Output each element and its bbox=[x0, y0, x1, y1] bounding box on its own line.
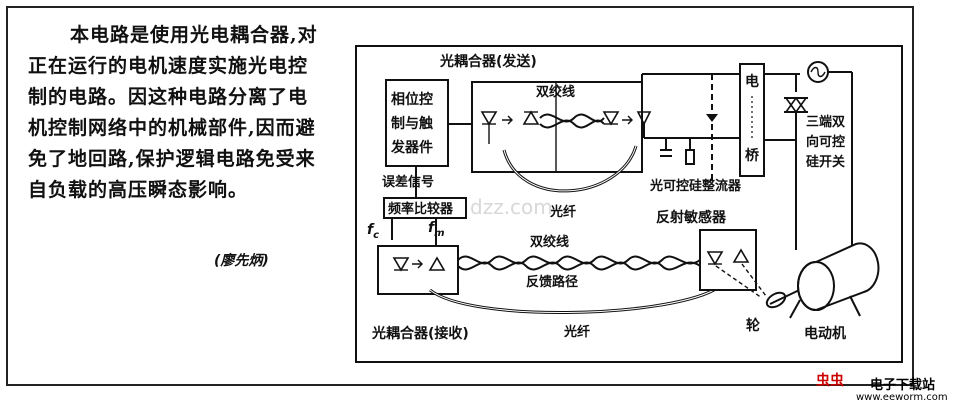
motor-foot-right bbox=[849, 295, 861, 317]
scr-rectifier-label: 光可控硅整流器 bbox=[649, 178, 742, 194]
twisted-pair-top-label: 双绞线 bbox=[536, 84, 575, 100]
triac-label-3: 硅开关 bbox=[806, 154, 845, 170]
watermark: dzz.com bbox=[470, 195, 553, 219]
led-receive bbox=[428, 256, 446, 271]
fiber-bottom-core bbox=[429, 289, 715, 313]
phase-control-line1: 相位控 bbox=[391, 91, 433, 108]
coupler-receive-label: 光耦合器(接收) bbox=[371, 325, 469, 342]
led-send-left bbox=[480, 111, 498, 126]
internal-diode bbox=[706, 114, 718, 122]
photo-scr bbox=[636, 111, 652, 126]
motor-body bbox=[815, 242, 880, 311]
motor-label: 电动机 bbox=[804, 325, 846, 342]
motor-foot-left bbox=[789, 299, 801, 319]
diagram-border bbox=[355, 45, 903, 363]
figure-frame bbox=[6, 6, 914, 386]
fiber-bottom-label: 光纤 bbox=[563, 324, 590, 340]
receive-arrow bbox=[412, 259, 423, 269]
author-credit: (廖先炳) bbox=[214, 253, 269, 269]
reflect-sensor-label: 反射敏感器 bbox=[656, 209, 727, 226]
led-send-left-arrow bbox=[502, 115, 513, 125]
site-logo-brand: 虫虫 bbox=[816, 373, 844, 389]
sensor-detector bbox=[732, 248, 750, 263]
phase-control-line3: 发器件 bbox=[390, 139, 433, 156]
fm-label: fm bbox=[428, 220, 445, 239]
wheel bbox=[765, 291, 787, 309]
twisted-pair-top-b bbox=[539, 119, 605, 129]
phase-control-line2: 制与触 bbox=[391, 115, 433, 132]
description-text: 本电路是使用光电耦合器,对正在运行的电机速度实施光电控制的电路。因这种电路分离了… bbox=[28, 24, 318, 201]
phase-control-box bbox=[385, 79, 449, 167]
receive-coupler-box bbox=[377, 245, 459, 295]
detector-send-left bbox=[522, 110, 540, 125]
fc-label: fc bbox=[367, 222, 379, 241]
feedback-path-label: 反馈路径 bbox=[526, 274, 578, 290]
comparator-label: 频率比较器 bbox=[388, 201, 454, 217]
led-send-right-arrow bbox=[622, 115, 633, 125]
detector-receive bbox=[392, 257, 410, 272]
send-coupler-box bbox=[471, 81, 643, 173]
site-logo-name: 电子下载站 bbox=[870, 378, 936, 393]
sensor-led bbox=[706, 251, 724, 266]
bridge-box bbox=[739, 63, 765, 177]
wheel-label: 轮 bbox=[746, 317, 760, 334]
comparator-box bbox=[383, 197, 467, 219]
ac-symbol bbox=[810, 66, 826, 78]
resistor bbox=[685, 149, 695, 165]
triac-label-1: 三端双 bbox=[806, 114, 845, 130]
triac-label-2: 向可控 bbox=[806, 134, 845, 150]
triac-upper bbox=[784, 97, 808, 114]
site-logo-url: www.eeworm.com bbox=[856, 392, 948, 403]
twisted-pair-bottom-a bbox=[457, 255, 701, 265]
error-signal-label: 误差信号 bbox=[382, 174, 434, 190]
motor-end-outline bbox=[797, 261, 835, 311]
bridge-label-2: 桥 bbox=[745, 147, 760, 164]
triac-lower bbox=[784, 96, 808, 113]
twisted-pair-bottom-label: 双绞线 bbox=[530, 234, 569, 250]
led-send-right bbox=[602, 111, 620, 126]
twisted-pair-bottom-b bbox=[457, 261, 701, 271]
fiber-bottom bbox=[429, 288, 715, 314]
coupler-send-label: 光耦合器(发送) bbox=[439, 53, 537, 70]
fiber-top-label: 光纤 bbox=[549, 204, 576, 220]
fiber-top-loop-core bbox=[503, 145, 637, 192]
bridge-label-1: 电 bbox=[745, 73, 759, 90]
sensor-beam-1 bbox=[715, 265, 763, 299]
